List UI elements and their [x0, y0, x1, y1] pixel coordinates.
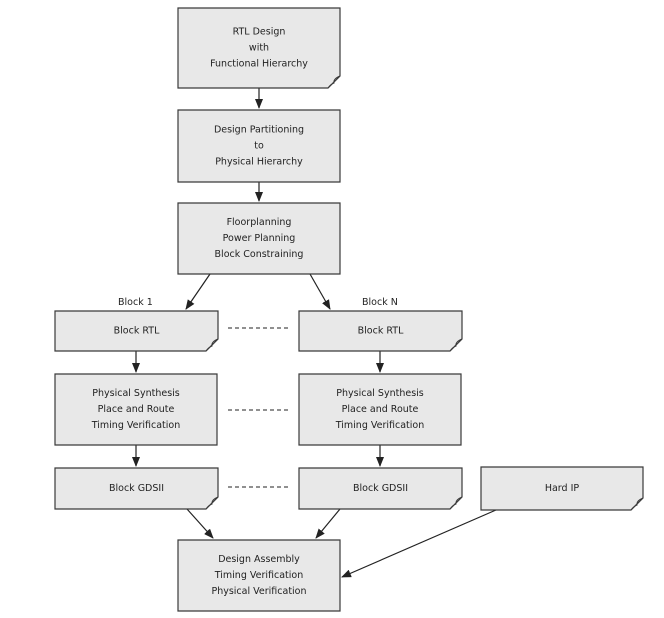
- node-rtl-design-text-line: RTL Design: [233, 27, 286, 38]
- node-hard-ip: Hard IP: [480, 466, 644, 511]
- node-hard-ip-page-fold: [630, 497, 644, 511]
- node-rtl-design-page-fold: [327, 75, 341, 89]
- node-blockn-gdsii-page-fold: [449, 496, 463, 510]
- node-blockn-physical-synthesis-box: [298, 373, 462, 446]
- node-block1-physical-synthesis-text-line: Physical Synthesis: [92, 388, 180, 399]
- node-block1-gdsii-text-line: Block GDSII: [109, 483, 164, 494]
- node-design-partitioning-box: [177, 109, 341, 183]
- node-design-partitioning-text-line: to: [254, 141, 264, 152]
- node-rtl-design-text-line: Functional Hierarchy: [210, 59, 308, 70]
- node-design-assembly-text-line: Design Assembly: [218, 554, 300, 565]
- node-block1-gdsii-page-fold: [205, 496, 219, 510]
- node-block1-physical-synthesis-text-line: Place and Route: [98, 404, 175, 415]
- node-floorplanning-text-line: Block Constraining: [215, 249, 304, 260]
- node-blockn-gdsii: Block GDSII: [298, 467, 463, 510]
- block-n-label: Block N: [362, 297, 398, 308]
- node-blockn-rtl-page-fold: [449, 338, 463, 352]
- arrow-floorplanning-to-blockn: [309, 273, 331, 310]
- node-design-partitioning-text-line: Physical Hierarchy: [215, 157, 303, 168]
- node-blockn-physical-synthesis-text-line: Place and Route: [342, 404, 419, 415]
- node-blockn-physical-synthesis-text-line: Physical Synthesis: [336, 388, 424, 399]
- node-design-assembly-box: [177, 539, 341, 612]
- connectors: [132, 88, 497, 578]
- node-design-assembly-text-line: Timing Verification: [214, 570, 304, 581]
- arrow-floorplanning-to-block1: [185, 273, 211, 310]
- node-design-assembly-text-line: Physical Verification: [211, 586, 306, 597]
- node-block1-gdsii: Block GDSII: [54, 467, 219, 510]
- node-blockn-rtl-text-line: Block RTL: [358, 326, 404, 337]
- arrow-blockn-gds-to-assembly: [315, 508, 341, 539]
- node-blockn-rtl: Block RTL: [298, 310, 463, 352]
- node-hard-ip-text-line: Hard IP: [545, 483, 580, 494]
- node-block1-rtl: Block RTL: [54, 310, 219, 352]
- arrow-hard-ip-to-assembly: [341, 509, 497, 578]
- node-block1-physical-synthesis-box: [54, 373, 218, 446]
- node-block1-rtl-page-fold: [205, 338, 219, 352]
- node-floorplanning-box: [177, 202, 341, 275]
- node-blockn-gdsii-text-line: Block GDSII: [353, 483, 408, 494]
- node-rtl-design-text-line: with: [249, 43, 269, 54]
- node-block1-physical-synthesis-text-line: Timing Verification: [91, 420, 181, 431]
- node-blockn-physical-synthesis-text-line: Timing Verification: [335, 420, 425, 431]
- block-1-label: Block 1: [118, 297, 153, 308]
- arrow-block1-gds-to-assembly: [186, 508, 214, 539]
- node-design-partitioning-text-line: Design Partitioning: [214, 125, 304, 136]
- node-floorplanning-text-line: Floorplanning: [227, 217, 292, 228]
- node-block1-rtl-text-line: Block RTL: [114, 326, 160, 337]
- node-floorplanning-text-line: Power Planning: [223, 233, 296, 244]
